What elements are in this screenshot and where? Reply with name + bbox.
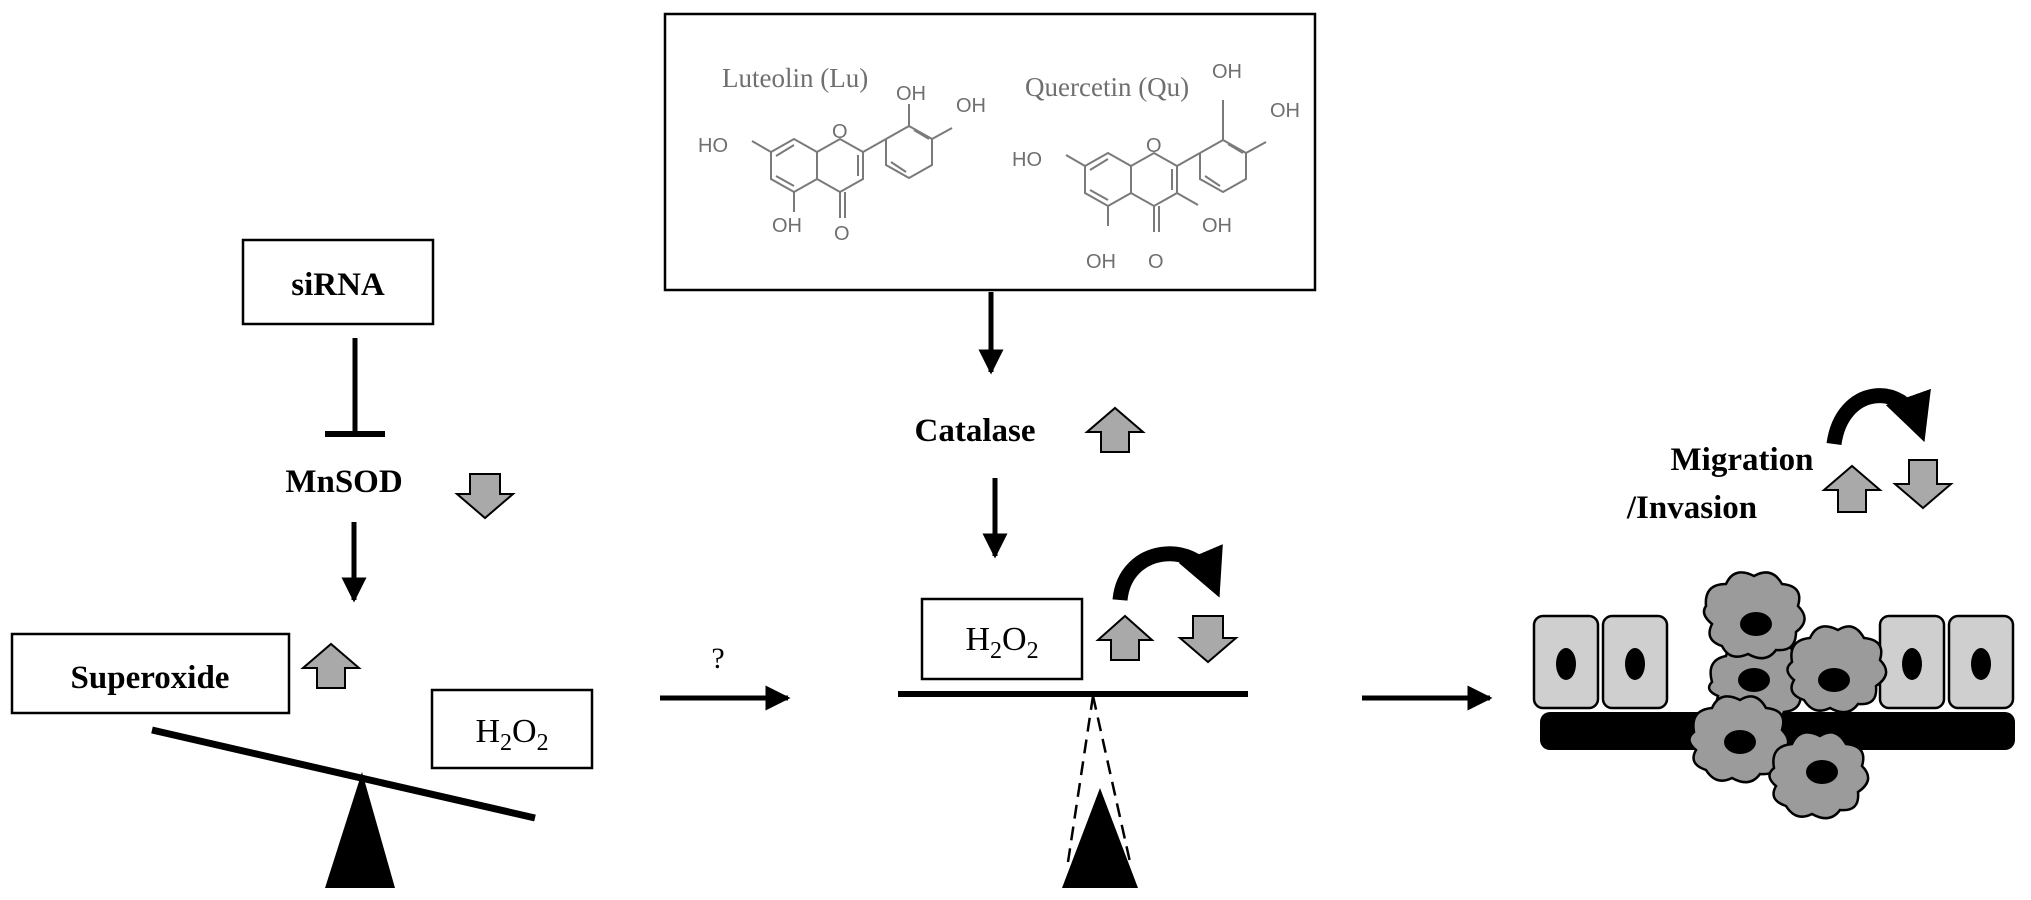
catalase-up-arrow-icon (1084, 406, 1146, 453)
left-seesaw-fulcrum (325, 772, 395, 888)
cancer-cell (1702, 571, 1806, 660)
quercetin-oh-3: OH (1202, 215, 1232, 237)
quercetin-label: Quercetin (Qu) (1025, 72, 1189, 102)
luteolin-ho-7: HO (698, 135, 728, 157)
quercetin-oh-4p: OH (1270, 100, 1300, 122)
luteolin-carbonyl-oxygen: O (834, 223, 850, 245)
cell-nucleus (1556, 648, 1576, 680)
h2o2-left-box (430, 688, 594, 770)
migration-down-arrow-icon (1892, 459, 1954, 510)
cell-nucleus (1625, 648, 1645, 680)
catalase-label: Catalase (915, 413, 1036, 449)
quercetin-structure: O HO OH O OH OH OH (1012, 61, 1300, 273)
flavonoid-box (663, 12, 1317, 292)
migration-up-arrow-icon (1821, 464, 1883, 513)
quercetin-ring-oxygen: O (1146, 135, 1162, 157)
sirna-label: siRNA (291, 267, 385, 303)
mnsod-label: MnSOD (285, 464, 402, 500)
luteolin-oh-4p: OH (956, 95, 986, 117)
luteolin-ring-oxygen: O (832, 121, 848, 143)
cancer-cell (1768, 731, 1870, 820)
h2o2-up-arrow-icon (1095, 614, 1155, 661)
superoxide-label: Superoxide (71, 660, 230, 696)
h2o2-middle-label: H2O2 (965, 621, 1038, 664)
luteolin-oh-3p: OH (896, 83, 926, 105)
migration-label: Migration (1671, 442, 1814, 478)
superoxide-up-arrow-icon (300, 642, 362, 689)
cancer-cell (1786, 625, 1888, 714)
luteolin-structure: O HO OH O OH OH (698, 83, 986, 245)
flavonoid-panel: Luteolin (Lu) Quercetin (Qu) O HO OH (663, 12, 1317, 292)
dashed-fulcrum-left (1066, 695, 1095, 863)
middle-seesaw-fulcrum (1062, 788, 1138, 888)
superoxide-box (10, 632, 291, 715)
luteolin-oh-5: OH (772, 215, 802, 237)
left-seesaw-beam (151, 726, 536, 822)
invasion-label: /Invasion (1626, 490, 1757, 526)
quercetin-oh-3p: OH (1212, 61, 1242, 83)
question-mark: ? (711, 642, 724, 675)
migration-cycle-arrow-icon (1826, 388, 1931, 446)
h2o2-left-label: H2O2 (475, 713, 548, 756)
quercetin-oh-5: OH (1086, 251, 1116, 273)
sirna-box (241, 238, 435, 326)
cell-layer-illustration (1532, 571, 2015, 820)
h2o2-down-arrow-icon (1177, 615, 1239, 664)
h2o2-cycle-arrow-icon (1112, 544, 1223, 602)
quercetin-carbonyl-oxygen: O (1148, 251, 1164, 273)
h2o2-middle-box (920, 597, 1084, 681)
quercetin-ho-7: HO (1012, 149, 1042, 171)
mnsod-down-arrow-icon (454, 473, 516, 520)
luteolin-label: Luteolin (Lu) (722, 63, 868, 93)
cell-nucleus (1971, 648, 1991, 680)
cell-nucleus (1902, 648, 1922, 680)
dashed-fulcrum-right (1091, 695, 1132, 863)
